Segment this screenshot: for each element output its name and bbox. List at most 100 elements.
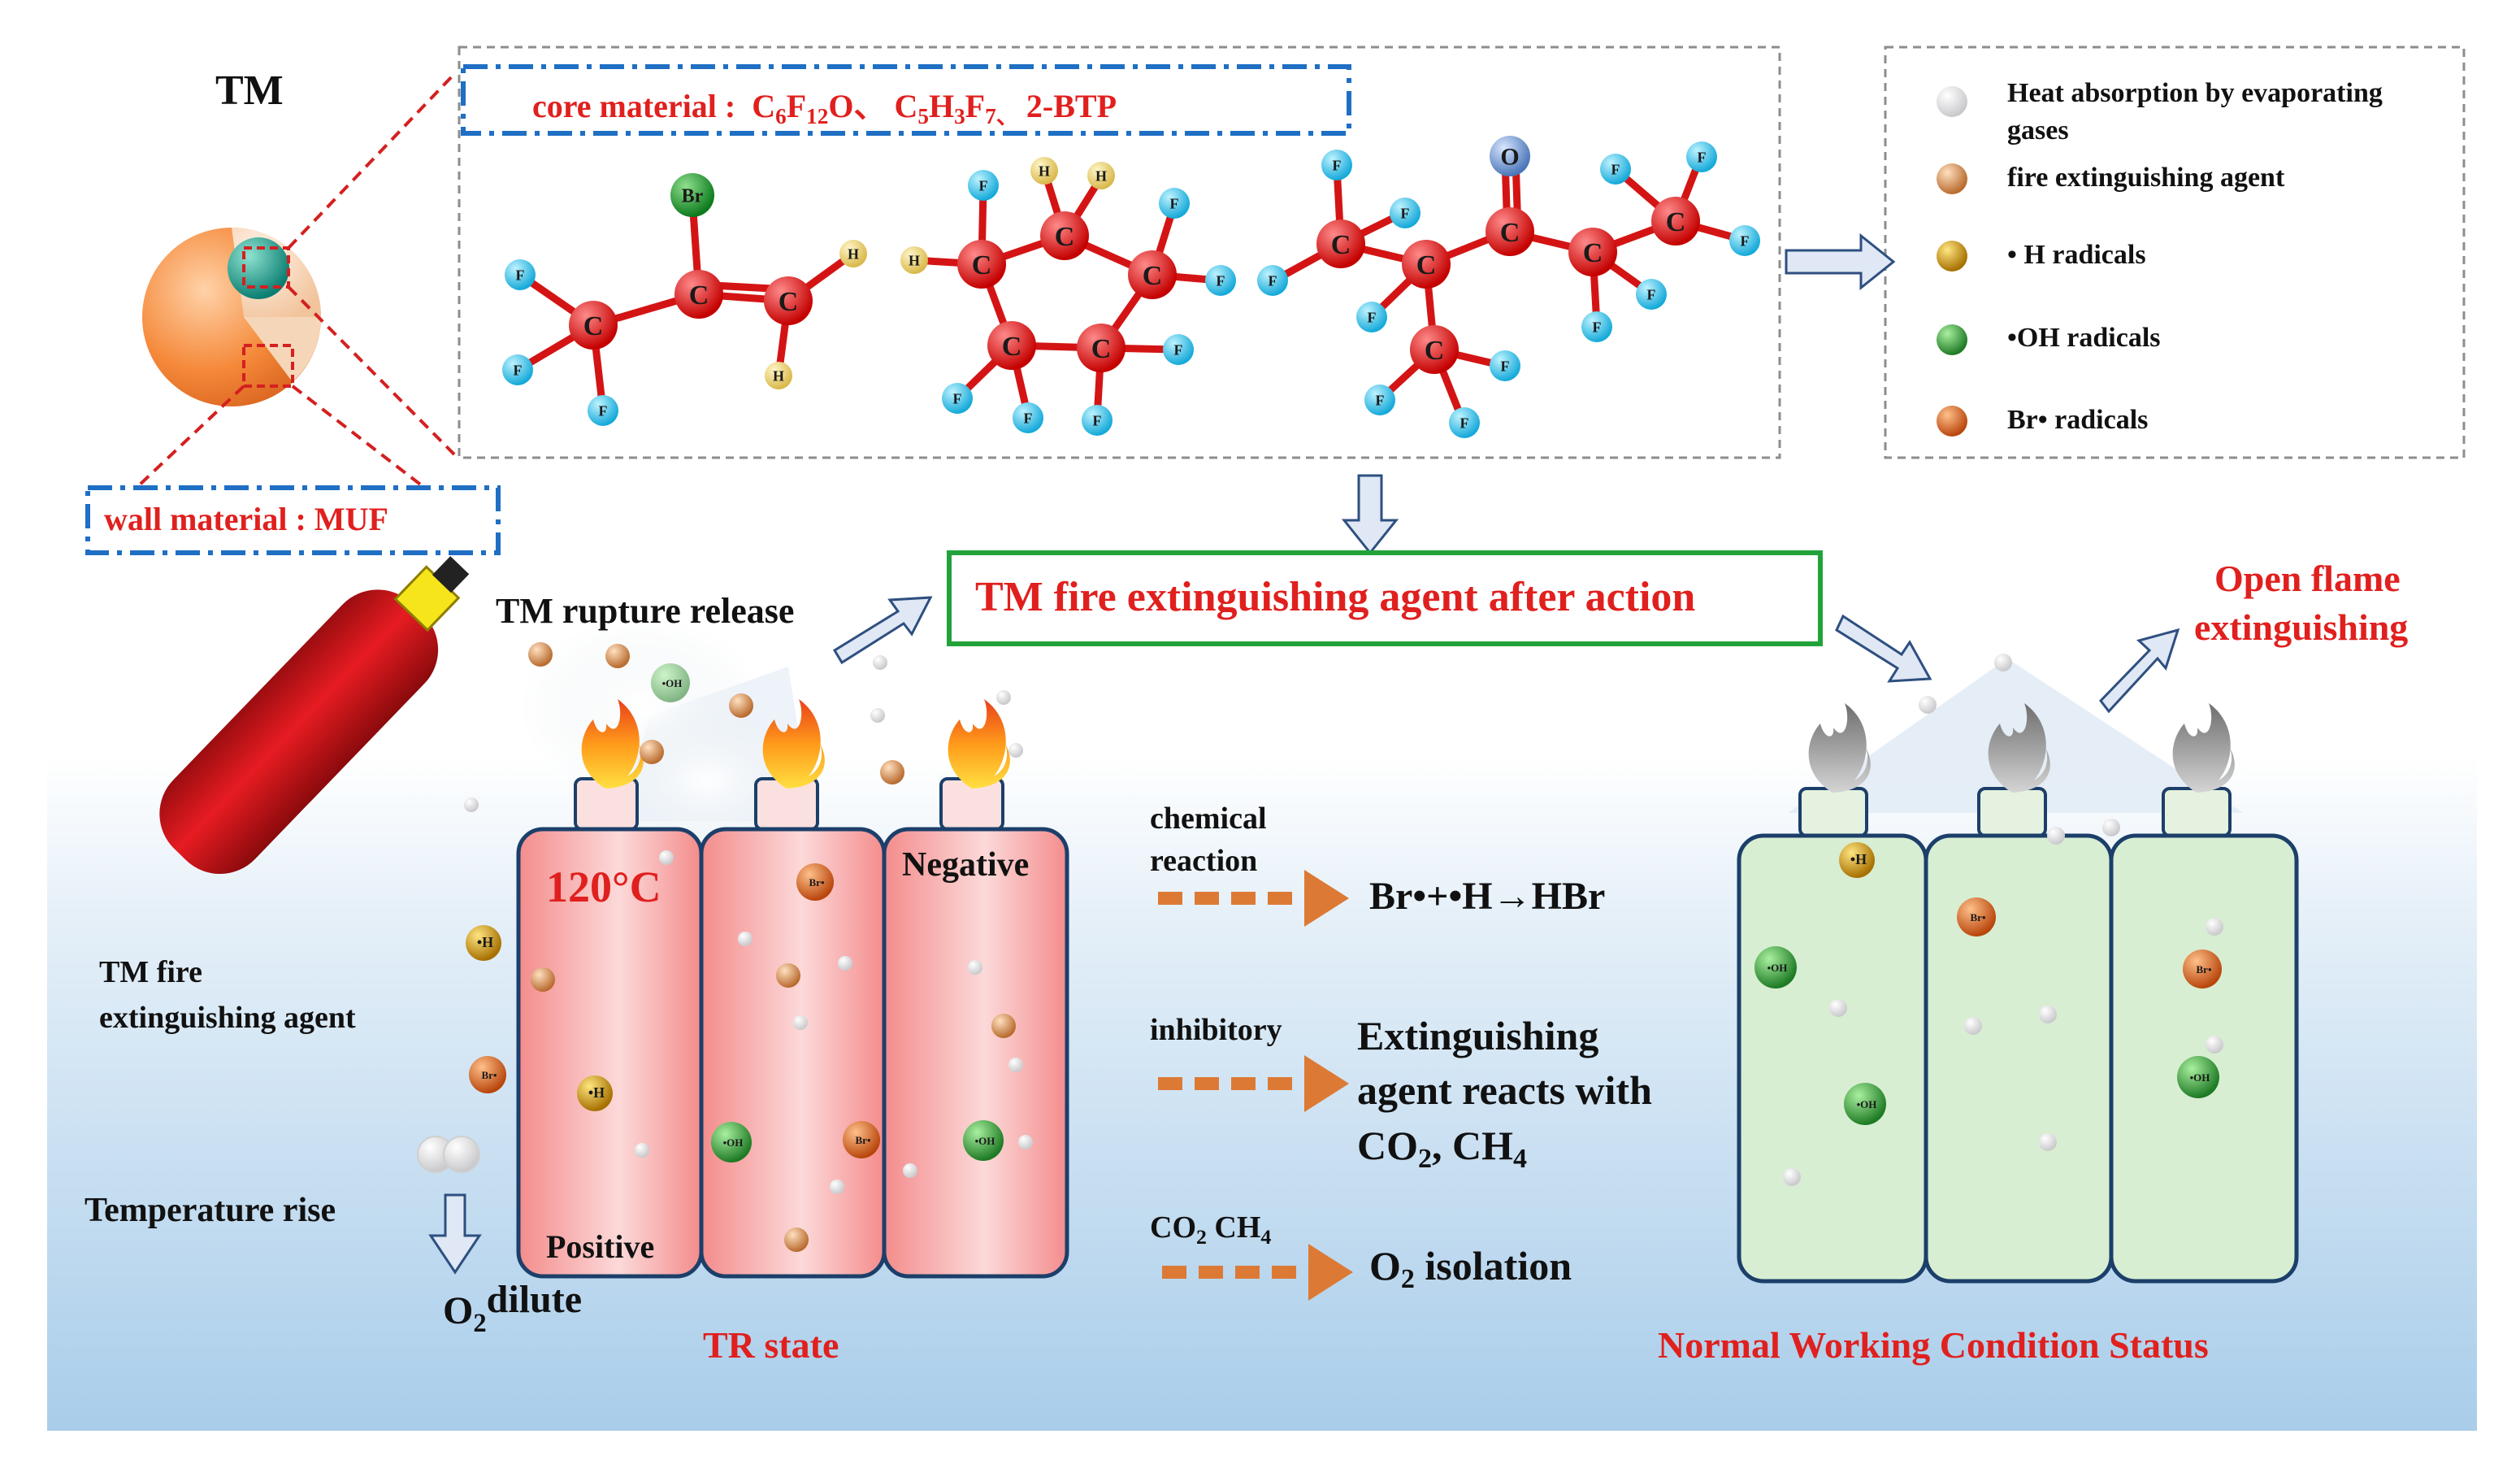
heat-particle	[996, 690, 1011, 705]
oh-radical: •OH	[1754, 946, 1797, 989]
svg-text:F: F	[953, 390, 962, 406]
svg-text:Br•: Br•	[2197, 963, 2212, 976]
core-material-box	[461, 64, 1351, 136]
atom-c: C	[1077, 324, 1126, 372]
svg-text:•OH: •OH	[1857, 1098, 1877, 1110]
open-flame-line-2: extinguishing	[2194, 606, 2409, 648]
atom-f: F	[1364, 385, 1395, 415]
svg-text:F: F	[1741, 232, 1750, 249]
svg-text:F: F	[1647, 286, 1656, 302]
atom-f: F	[502, 354, 533, 385]
action-label: TM fire extinguishing agent after action	[975, 574, 1696, 620]
heat-particle	[870, 708, 885, 723]
svg-text:•H: •H	[1850, 851, 1867, 867]
atom-f: F	[1600, 154, 1631, 185]
formula-2btp: 2-BTP	[1026, 88, 1117, 124]
svg-text:•OH: •OH	[723, 1136, 744, 1149]
atom-f: F	[505, 259, 536, 290]
svg-text:C: C	[1055, 222, 1075, 252]
isolation-arrow	[1162, 1244, 1353, 1301]
legend-dot-0	[1937, 86, 1967, 117]
atom-f: F	[1159, 188, 1190, 219]
oh-radical: •OH	[651, 663, 690, 702]
svg-text:C: C	[1143, 261, 1163, 291]
atom-c: C	[1040, 211, 1089, 260]
heat-particle	[1783, 1168, 1801, 1186]
legend-label-br: Br• radicals	[2007, 405, 2149, 435]
svg-text:H: H	[773, 367, 784, 384]
legend-dot-3	[1937, 324, 1967, 355]
positive-label: Positive	[546, 1228, 655, 1265]
svg-text:C: C	[779, 287, 799, 317]
svg-text:C: C	[1666, 207, 1686, 237]
svg-text:H: H	[848, 246, 859, 262]
heat-particle	[738, 932, 753, 946]
action-box	[947, 550, 1823, 646]
svg-text:C: C	[1331, 230, 1351, 260]
svg-text:•H: •H	[588, 1084, 605, 1101]
svg-text:•OH: •OH	[2190, 1071, 2210, 1084]
heat-particle	[830, 1180, 844, 1194]
heat-particle	[793, 1015, 808, 1030]
inhibit-arrow	[1158, 1055, 1349, 1112]
agent-particle	[784, 1228, 809, 1252]
chemical-equation: Br•+•H→HBr	[1369, 875, 1606, 918]
svg-text:F: F	[1333, 157, 1342, 173]
svg-text:F: F	[979, 177, 988, 193]
svg-text:F: F	[1174, 341, 1183, 358]
atom-f: F	[1636, 279, 1667, 310]
h-radical: •H	[577, 1075, 613, 1111]
heat-particle	[903, 1163, 917, 1178]
tr-state-label: TR state	[703, 1324, 839, 1366]
oh-radical: •OH	[963, 1120, 1004, 1161]
atom-f: F	[942, 383, 973, 414]
svg-text:H: H	[1039, 163, 1050, 179]
normal-state-label: Normal Working Condition Status	[1658, 1324, 2209, 1366]
atom-c: C	[1486, 207, 1534, 256]
svg-text:C: C	[1583, 238, 1603, 268]
inhibit-line-3: CO2, CH4	[1357, 1123, 1527, 1175]
wall-material-box	[85, 485, 501, 555]
svg-text:Br•: Br•	[809, 876, 825, 889]
heat-particle	[1008, 1058, 1023, 1072]
heat-particle	[1018, 1135, 1033, 1149]
normal-cell-1	[1737, 833, 1928, 1284]
arrow-down-to-action	[1341, 474, 1399, 555]
extinguished-flames	[1808, 703, 2235, 793]
atom-c: C	[1410, 325, 1459, 374]
agent-particle	[880, 760, 904, 784]
flow-arrows	[428, 232, 2180, 1275]
core-material-panel	[458, 46, 1781, 459]
atom-c: C	[957, 240, 1006, 289]
heat-particle	[1964, 1017, 1982, 1035]
atom-f: F	[1257, 265, 1288, 296]
svg-text:F: F	[1024, 410, 1033, 426]
heat-particle	[2206, 1036, 2223, 1054]
atom-c: C	[569, 301, 618, 350]
heat-particle	[2039, 1133, 2057, 1151]
oh-radical: •OH	[1844, 1083, 1886, 1125]
tm-capsule	[137, 72, 457, 488]
reaction-arrows	[1158, 870, 1353, 1301]
legend-label-h: • H radicals	[2007, 240, 2146, 270]
heat-particle	[659, 850, 674, 865]
atom-c: C	[1651, 197, 1700, 246]
svg-text:Br•: Br•	[856, 1134, 871, 1146]
agent-particle	[729, 693, 753, 718]
heat-particle	[968, 960, 982, 975]
heat-particle	[1994, 654, 2012, 671]
wall-material-label: wall material : MUF	[104, 501, 388, 537]
svg-text:F: F	[516, 267, 525, 283]
br-radical: Br•	[469, 1056, 506, 1093]
svg-text:F: F	[1501, 358, 1510, 374]
oh-radical: •OH	[2177, 1056, 2219, 1098]
arrow-open-flame	[2099, 628, 2180, 714]
o2-dilute-label: O2dilute	[443, 1278, 583, 1338]
agent-particle	[640, 740, 664, 764]
capsule-title: TM	[215, 67, 284, 114]
legend-dot-1	[1937, 163, 1967, 194]
atom-c: C	[1402, 240, 1451, 289]
heat-particle	[635, 1143, 649, 1158]
